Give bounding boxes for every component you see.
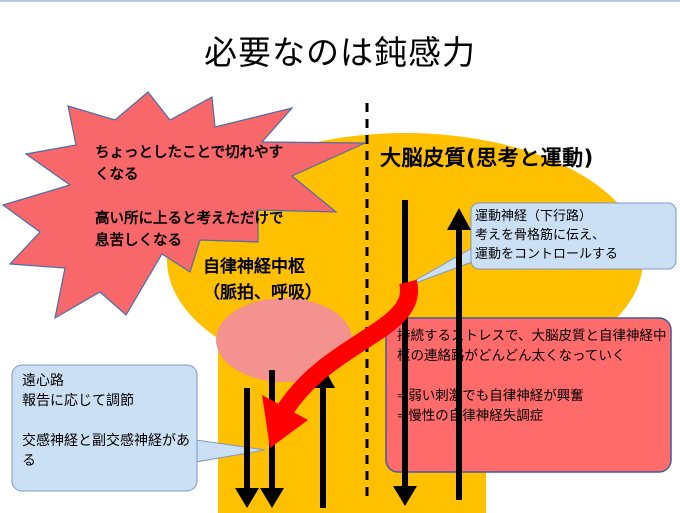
stress-pathway-arrow-head — [262, 395, 308, 448]
autonomic-center-shape — [216, 298, 352, 382]
motor-nerve-callout-text: 運動神経（下行路） 考えを骨格筋に伝え、 運動をコントロールする — [475, 209, 619, 262]
burst-text: ちょっとしたことで切れやすくなる 高い所に上ると考えただけで息苦しくなる — [95, 145, 284, 249]
motor-callout-box — [470, 202, 677, 270]
stress-pathway-arrow — [277, 279, 419, 416]
slide-title: 必要なのは鈍感力 — [204, 33, 476, 72]
motor-descending-arrow-head — [393, 486, 417, 506]
efferent-arrow-1-head — [235, 488, 259, 508]
autonomic-center-label: 自律神経中枢 （脈拍、呼吸） — [203, 257, 322, 303]
afferent-callout-box — [11, 364, 198, 492]
efferent-arrow-2-head — [260, 488, 284, 508]
cortex-label: 大脳皮質(思考と運動) — [380, 146, 594, 170]
ascending-arrow-head — [447, 208, 471, 230]
stress-burst-shape — [1, 91, 366, 320]
afferent-callout-text: 遠心路 報告に応じて調節 交感神経と副交感神経がある — [22, 373, 190, 469]
stress-box-text: 持続するストレスで、大脳皮質と自律神経中枢の連絡路がどんどん太くなっていく ⇒弱… — [397, 328, 667, 424]
